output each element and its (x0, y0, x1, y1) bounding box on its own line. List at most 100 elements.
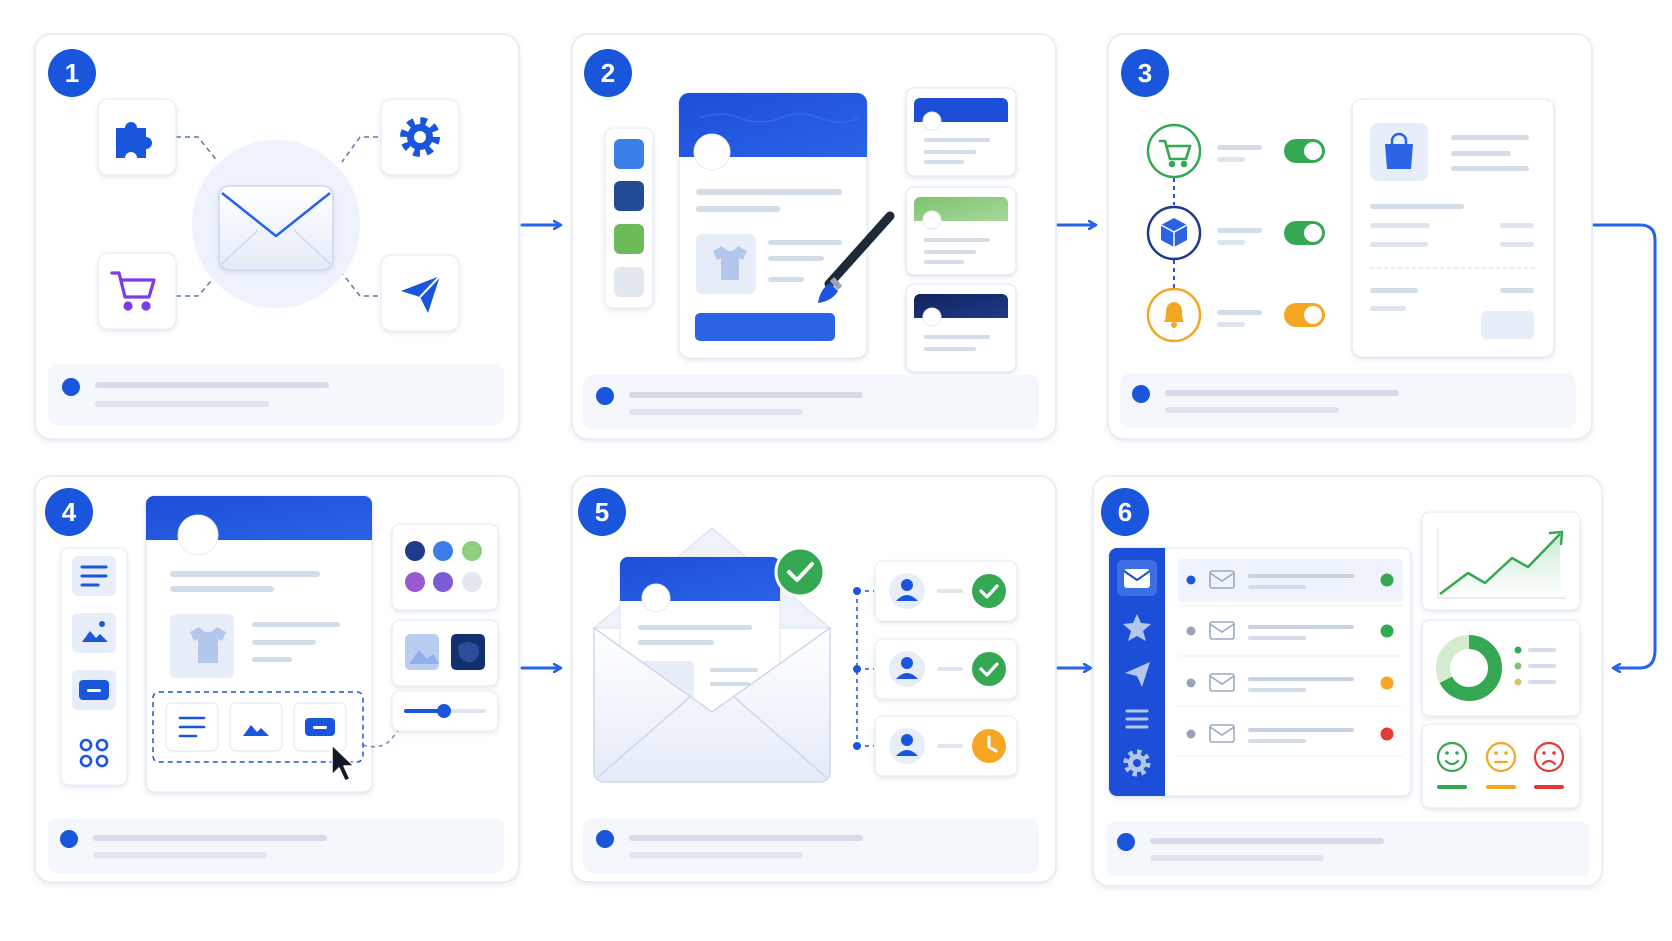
sentiment-panel (1421, 723, 1581, 809)
flow-arrows (520, 223, 1657, 668)
recipient-row[interactable] (874, 638, 1018, 700)
toggle-switch[interactable] (1284, 139, 1325, 163)
inbox-row[interactable] (1186, 724, 1394, 743)
template-thumbnail-navy[interactable] (905, 283, 1017, 373)
step-number: 5 (595, 497, 609, 527)
donut-chart-icon (1421, 619, 1581, 717)
tshirt-icon (190, 627, 226, 663)
image-block-icon[interactable] (72, 613, 116, 653)
puzzle-icon (116, 122, 152, 158)
line-chart-icon (1421, 511, 1581, 611)
step-1-card: 1 (34, 33, 520, 440)
color-dot[interactable] (433, 572, 453, 592)
color-dot[interactable] (433, 541, 453, 561)
email-builder-canvas (145, 495, 373, 793)
envelope-icon (218, 185, 334, 271)
slider-panel (391, 690, 499, 732)
step-6-badge (1101, 488, 1149, 536)
inbox-row[interactable] (1186, 673, 1394, 692)
toggle-switch[interactable] (1284, 303, 1325, 327)
inbox-dashboard (1108, 547, 1412, 797)
sad-face-icon (1533, 741, 1565, 789)
toggle-switch[interactable] (1284, 221, 1325, 245)
recipient-row[interactable] (874, 715, 1018, 777)
step-5-card: 5 (571, 475, 1057, 883)
status-dot (1380, 676, 1394, 690)
drop-zone[interactable] (152, 691, 364, 763)
check-icon (774, 546, 826, 598)
cart-icon (110, 271, 156, 311)
status-dot (1380, 727, 1394, 741)
paper-plane-icon (401, 275, 441, 313)
step-6-card: 6 (1092, 475, 1603, 887)
user-icon (889, 651, 925, 687)
recipient-row[interactable] (874, 560, 1018, 622)
step-4-card: 4 (34, 475, 520, 883)
swatch-blue[interactable] (614, 139, 644, 169)
clock-icon (972, 729, 1006, 763)
check-icon (972, 574, 1006, 608)
cart-icon (1158, 139, 1192, 168)
neutral-face-icon (1485, 741, 1517, 789)
step-5-badge (578, 488, 626, 536)
inbox-row[interactable] (1178, 559, 1403, 602)
tshirt-icon (713, 246, 747, 280)
step-3-card: 3 (1107, 33, 1593, 440)
block-palette (60, 547, 128, 786)
check-icon (972, 652, 1006, 686)
star-icon[interactable] (1123, 614, 1151, 641)
step-number: 6 (1118, 497, 1132, 527)
step-number: 1 (65, 58, 79, 88)
template-thumbnail-green[interactable] (905, 186, 1017, 276)
color-dot[interactable] (405, 572, 425, 592)
color-dot[interactable] (462, 572, 482, 592)
step-number: 3 (1138, 58, 1152, 88)
swatch-navy[interactable] (614, 181, 644, 211)
swatch-gray[interactable] (614, 267, 644, 297)
cta-button[interactable] (695, 313, 835, 341)
status-dot (1380, 573, 1394, 587)
step-1-badge (48, 49, 96, 97)
arrow-step3-to-step6 (1591, 223, 1657, 668)
color-palette-panel (391, 523, 499, 611)
button-block-icon[interactable] (72, 670, 116, 710)
status-dot (1380, 624, 1394, 638)
list-icon[interactable] (1125, 709, 1149, 729)
color-swatch-column (604, 127, 654, 309)
happy-face-icon (1436, 741, 1468, 789)
image-style-light[interactable] (405, 634, 439, 670)
image-style-panel (391, 619, 499, 687)
envelope-icon[interactable] (1117, 560, 1157, 596)
text-block-icon[interactable] (72, 556, 116, 596)
trigger-cart (1146, 123, 1202, 179)
paintbrush-icon (818, 211, 895, 303)
color-dot[interactable] (462, 541, 482, 561)
step-3-badge (1121, 49, 1169, 97)
shopping-bag-icon (1385, 132, 1413, 169)
swatch-green[interactable] (614, 224, 644, 254)
order-summary-card (1351, 98, 1555, 358)
color-dot[interactable] (405, 541, 425, 561)
gear-icon (400, 117, 440, 157)
user-icon (889, 573, 925, 609)
trigger-bell (1146, 287, 1202, 343)
box-icon (1160, 218, 1188, 247)
step-number: 2 (601, 58, 615, 88)
paper-plane-icon[interactable] (1125, 662, 1150, 687)
step-2-card: 2 (571, 33, 1057, 440)
gear-icon[interactable] (1123, 749, 1151, 777)
open-envelope-icon (592, 527, 832, 783)
user-icon (889, 728, 925, 764)
step-4-badge (45, 488, 93, 536)
slider-handle[interactable] (437, 704, 451, 718)
trigger-box (1146, 205, 1202, 261)
step-2-badge (584, 49, 632, 97)
inbox-row[interactable] (1186, 621, 1394, 640)
email-template-preview (678, 92, 868, 359)
grid-blocks-icon[interactable] (79, 738, 109, 768)
template-thumbnail-blue[interactable] (905, 87, 1017, 177)
order-action-button[interactable] (1481, 311, 1534, 339)
step-number: 4 (62, 497, 77, 527)
bell-icon (1164, 302, 1184, 328)
